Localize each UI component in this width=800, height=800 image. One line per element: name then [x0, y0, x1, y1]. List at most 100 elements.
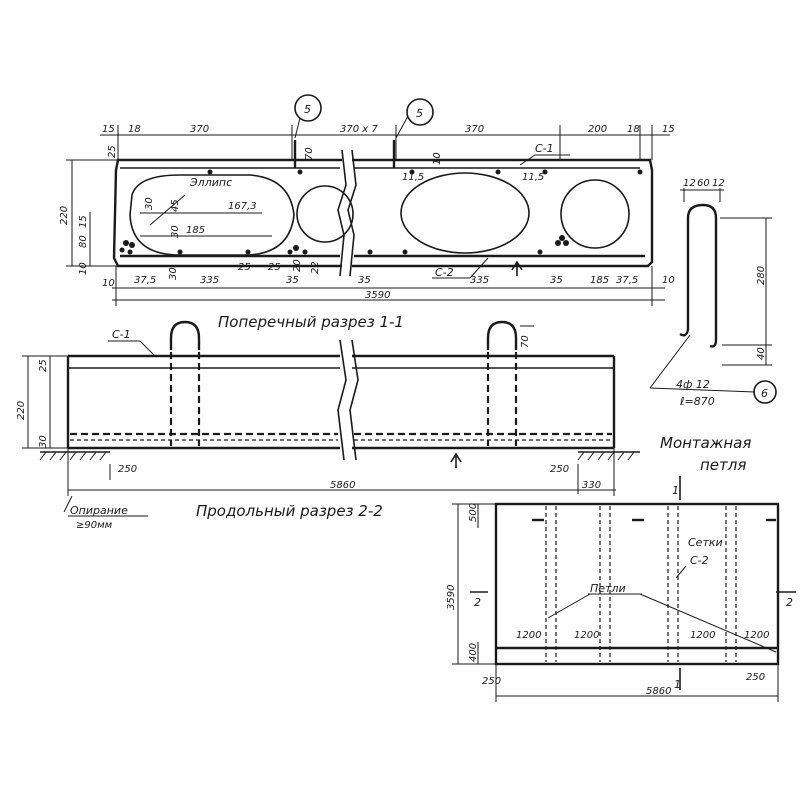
loop-dim-40: 40	[756, 347, 767, 360]
loop-dim-280: 280	[756, 266, 767, 285]
ellipse-label: Эллипс	[189, 176, 232, 189]
dim-35-b: 35	[358, 275, 371, 286]
loop-dim-12-b: 12	[712, 178, 725, 189]
dim-330: 330	[582, 480, 601, 491]
ellipse-radius	[149, 194, 186, 226]
dim-185-inner: 185	[186, 225, 205, 236]
dim-25-inner: 25	[268, 262, 281, 273]
dim-18-right: 18	[627, 124, 640, 135]
support-left	[39, 451, 110, 461]
panel-outline-left	[112, 158, 342, 268]
cut-1-top-label: 1	[672, 484, 679, 497]
dim-250-right: 250	[550, 464, 569, 475]
dim-35-a: 35	[286, 275, 299, 286]
dim-15-side: 15	[78, 215, 89, 228]
dim-220-long: 220	[16, 401, 27, 420]
plan-spacing-3: 1200	[690, 630, 715, 641]
dim-22-inner: 22	[310, 261, 321, 274]
dim-185-bottom: 185	[590, 275, 609, 286]
plan-dim-3590: 3590	[446, 585, 457, 610]
callout-circle-5a	[294, 94, 322, 122]
plan-outline	[494, 502, 780, 666]
loop-spec-length: ℓ=870	[679, 395, 715, 408]
mesh-c2-label: С-2	[690, 554, 709, 567]
dim-335-a: 335	[200, 275, 219, 286]
dim-10-side: 10	[78, 262, 89, 275]
dim-10-b-left: 10	[102, 278, 115, 289]
loop-detail-shape	[686, 203, 718, 340]
break-line-left	[337, 149, 347, 277]
dim-15-right: 15	[662, 124, 675, 135]
dim-250-left: 250	[118, 464, 137, 475]
plan-view: 1 1 2 2 Сетки С-2 Петли 1200 1200 1200 1…	[446, 476, 796, 702]
dim-5860-long: 5860	[330, 480, 355, 491]
circle-void-1	[296, 185, 354, 243]
callout-6: 6	[761, 387, 768, 400]
dim-18-left: 18	[128, 124, 141, 135]
support-right	[577, 451, 640, 461]
dim-25-long: 25	[38, 359, 49, 372]
callout-circle-6	[753, 380, 777, 404]
dim-11-5-a: 11,5	[402, 172, 424, 183]
dim-200: 200	[588, 124, 607, 135]
dim-35-c: 35	[550, 275, 563, 286]
plan-dim-250-left: 250	[482, 676, 501, 687]
callout-5a: 5	[304, 103, 311, 116]
cut-1-bottom-label: 1	[674, 678, 681, 691]
loop-spec-bar: 4ф 12	[676, 378, 710, 391]
dim-370x7: 370 x 7	[340, 124, 378, 135]
callout-circle-5b	[406, 98, 434, 126]
dim-370-b: 370	[465, 124, 484, 135]
callout-5b: 5	[416, 107, 423, 120]
rebar-dots	[119, 169, 643, 255]
break-line-long-a	[337, 339, 347, 461]
plan-dim-250-right: 250	[746, 672, 765, 683]
dim-370-a: 370	[190, 124, 209, 135]
dim-37-5-b: 37,5	[616, 275, 638, 286]
ellipse-void-1	[129, 174, 295, 256]
loop-title-line-1: Монтажная	[660, 434, 751, 452]
dim-335-b: 335	[470, 275, 489, 286]
cut-2-right-label: 2	[786, 596, 793, 609]
title-section-1-1: Поперечный разрез 1-1	[218, 313, 404, 331]
dim-30-a: 30	[144, 197, 155, 210]
ellipse-void-2	[400, 172, 530, 254]
dim-45: 45	[170, 199, 181, 212]
support-note-line-1: Опирание	[70, 504, 128, 517]
plan-spacing-2: 1200	[574, 630, 599, 641]
dim-220-cross: 220	[59, 206, 70, 225]
c2-label-cross: С-2	[435, 266, 454, 279]
cross-section-1-1: 15 18 370 370 x 7 370 200 18 15 5 5 220 …	[59, 94, 675, 331]
loop-long-right	[486, 320, 518, 350]
loops-label: Петли	[590, 582, 626, 595]
loop-dim-12-a: 12	[683, 178, 696, 189]
plan-dim-5860: 5860	[646, 686, 671, 697]
support-note-line-2: ≥90мм	[76, 520, 113, 531]
break-line-right	[347, 149, 357, 277]
loop-dim-60: 60	[697, 178, 710, 189]
dim-10-inner: 10	[432, 152, 443, 165]
title-section-2-2: Продольный разрез 2-2	[196, 502, 383, 520]
longitudinal-section-2-2: 70 С-1 220 25 30 250 250 330	[16, 320, 640, 531]
circle-void-2	[560, 179, 630, 249]
dim-30-b: 30	[170, 225, 181, 238]
dim-167-3: 167,3	[228, 201, 257, 212]
loop-title-line-2: петля	[700, 456, 746, 474]
dim-30-bottom: 30	[168, 267, 179, 280]
plan-spacing-4: 1200	[744, 630, 769, 641]
dim-25-side: 25	[107, 145, 118, 158]
break-line-long-b	[349, 339, 359, 461]
plan-dim-500: 500	[468, 503, 479, 522]
mesh-strips	[545, 506, 737, 662]
dim-30-long: 30	[38, 435, 49, 448]
dim-11-5-b: 11,5	[522, 172, 544, 183]
c1-label-cross: С-1	[535, 142, 554, 155]
lifting-loop-detail: 12 60 12 280 40 4ф 12 ℓ=870 6 Монтажная …	[649, 178, 777, 474]
loop-long-left	[169, 320, 201, 350]
dim-70-loop: 70	[520, 335, 531, 348]
panel-outline-right	[352, 158, 654, 268]
dim-20-inner: 20	[292, 259, 303, 272]
dim-15-left: 15	[102, 124, 115, 135]
dim-10-b-right: 10	[662, 275, 675, 286]
